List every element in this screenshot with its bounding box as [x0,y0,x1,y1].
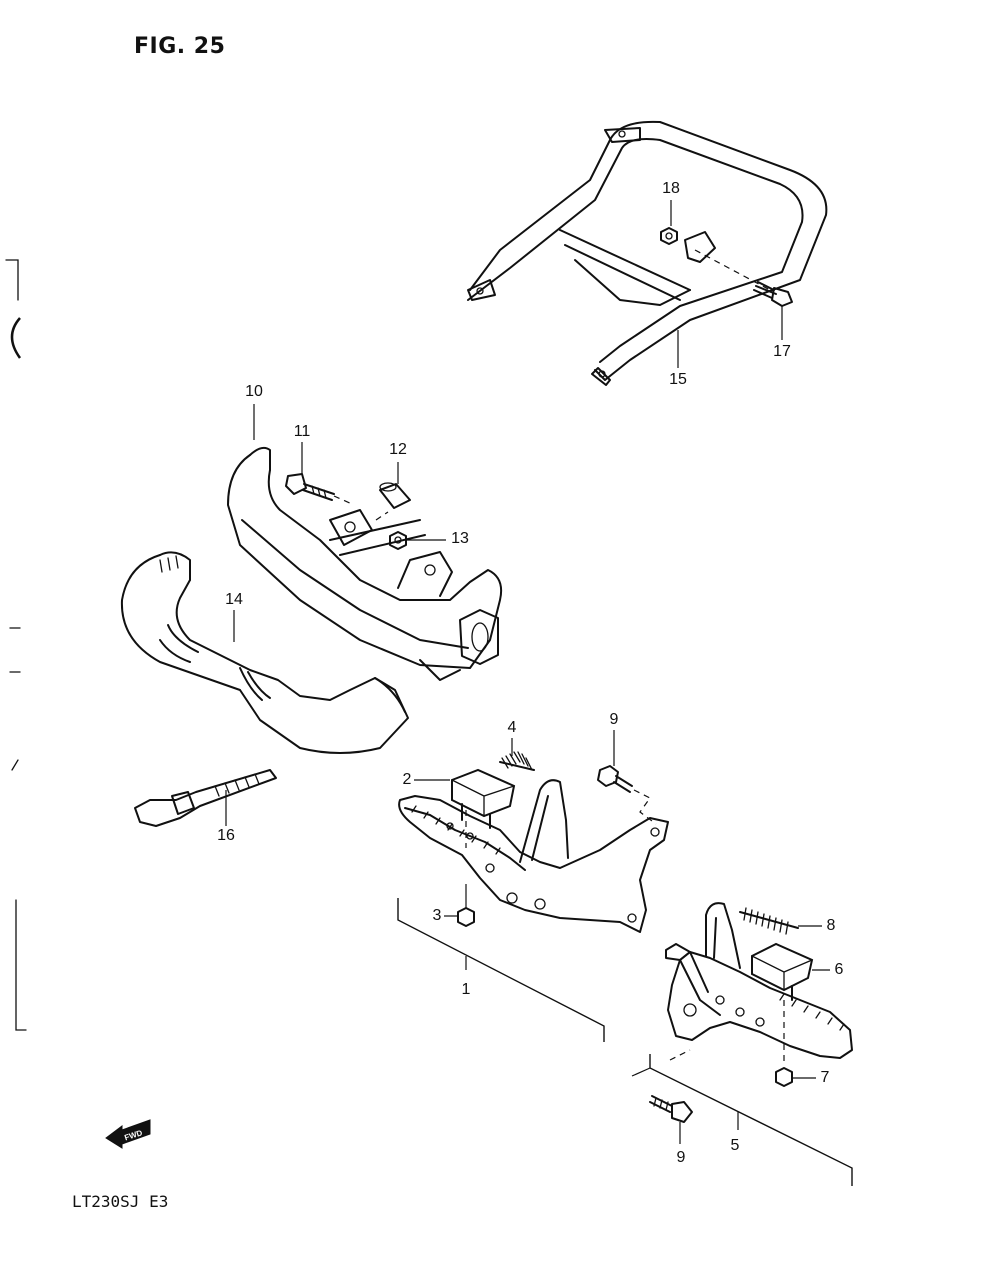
callout-6: 6 [834,961,844,978]
spring-8 [739,907,799,935]
callout-2: 2 [402,771,412,788]
callout-16: 15 [669,371,687,388]
callout-9-upper: 9 [609,711,619,728]
footrest-bracket-1 [398,779,669,933]
group-bracket-5 [631,1054,853,1186]
rear-carrier-16 [467,120,828,386]
bolt-9-upper [597,765,633,793]
callout-14: 14 [225,591,243,608]
callout-7: 7 [820,1069,830,1086]
collar-12 [379,482,411,509]
callout-3: 3 [432,907,442,924]
callout-4: 4 [507,719,517,736]
callout-11: 11 [293,423,311,440]
cover-14 [120,551,409,754]
callout-10: 10 [245,383,263,400]
callout-13: 13 [451,530,469,547]
nut-3 [457,907,475,927]
footrest-bracket-5 [665,902,853,1059]
bolt-11 [285,473,335,501]
bolt-9-lower [649,1095,693,1123]
figure-title: FIG. 25 [134,34,226,59]
fwd-arrow-icon: FWD [105,1119,151,1149]
callout-18: 18 [662,180,680,197]
rubber-pad-6 [751,942,814,1001]
callout-12: 12 [389,441,407,458]
callout-5: 5 [730,1137,740,1154]
callout-15: 16 [217,827,235,844]
rubber-pad-2 [451,768,516,829]
nut-13 [389,531,407,550]
nut-7 [775,1067,793,1087]
callout-1: 1 [461,981,471,998]
callout-17: 17 [773,343,791,360]
callout-9-lower: 9 [676,1149,686,1166]
callout-8: 8 [826,917,836,934]
model-code: LT230SJ E3 [72,1192,169,1211]
front-bumper-10 [227,446,503,681]
margin-marks [5,259,27,1031]
spring-4 [499,751,535,771]
bolt-17 [753,281,793,307]
strap-15 [134,769,277,827]
group-bracket-1 [397,898,605,1042]
nut-18 [660,227,678,245]
